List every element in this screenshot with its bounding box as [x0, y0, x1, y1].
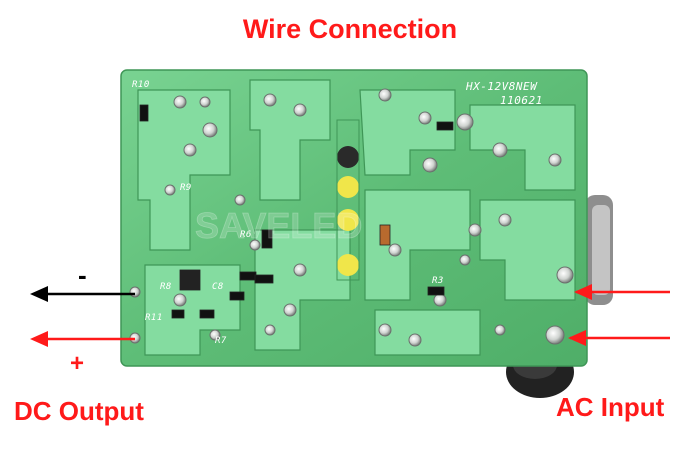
watermark-text: SAVELED: [195, 205, 362, 246]
slot-holes: [336, 119, 360, 281]
refdes-c8: C8: [212, 282, 224, 292]
solder-pads: [129, 88, 574, 347]
refdes-r10: R10: [132, 80, 150, 90]
dc-output-label: DC Output: [14, 396, 144, 426]
refdes-r8: R8: [160, 282, 172, 292]
ac-input-arrow-bottom: [568, 330, 670, 346]
refdes-r3: R3: [432, 276, 444, 286]
smd-components: [139, 104, 454, 319]
plus-label: +: [70, 350, 85, 377]
pcb-model-label: HX-12V8NEW: [466, 80, 538, 93]
pcb-code-label: 110621: [500, 94, 543, 107]
refdes-r9: R9: [180, 183, 192, 193]
refdes-r11: R11: [145, 313, 163, 323]
refdes-r7: R7: [215, 336, 227, 346]
ac-input-arrow-top: [574, 284, 670, 300]
plus-output-arrow: [30, 331, 135, 347]
ac-connector: [585, 195, 613, 305]
refdes-r6: R6: [240, 230, 252, 240]
minus-label: -: [78, 260, 87, 290]
ac-input-label: AC Input: [556, 392, 665, 422]
minus-output-arrow: [30, 286, 135, 302]
diagram-title: Wire Connection: [242, 14, 458, 44]
